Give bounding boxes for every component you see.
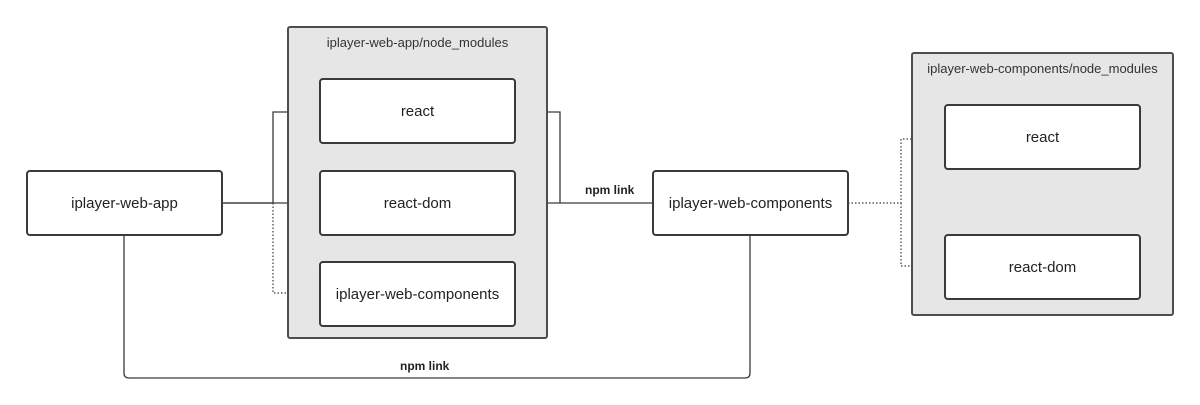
node-components-react[interactable]: react bbox=[944, 104, 1141, 170]
npm-link-label-top: npm link bbox=[582, 183, 638, 197]
node-app-iplayer-web-components[interactable]: iplayer-web-components bbox=[319, 261, 516, 327]
node-app-react-dom[interactable]: react-dom bbox=[319, 170, 516, 236]
node-components-react-dom[interactable]: react-dom bbox=[944, 234, 1141, 300]
node-iplayer-web-components[interactable]: iplayer-web-components bbox=[652, 170, 849, 236]
app-node-modules-title: iplayer-web-app/node_modules bbox=[326, 35, 509, 50]
node-app-react[interactable]: react bbox=[319, 78, 516, 144]
npm-link-label-bottom: npm link bbox=[397, 359, 453, 373]
components-node-modules-title: iplayer-web-components/node_modules bbox=[927, 61, 1158, 76]
node-iplayer-web-app[interactable]: iplayer-web-app bbox=[26, 170, 223, 236]
edge-bottom-npm-link bbox=[123, 235, 751, 379]
